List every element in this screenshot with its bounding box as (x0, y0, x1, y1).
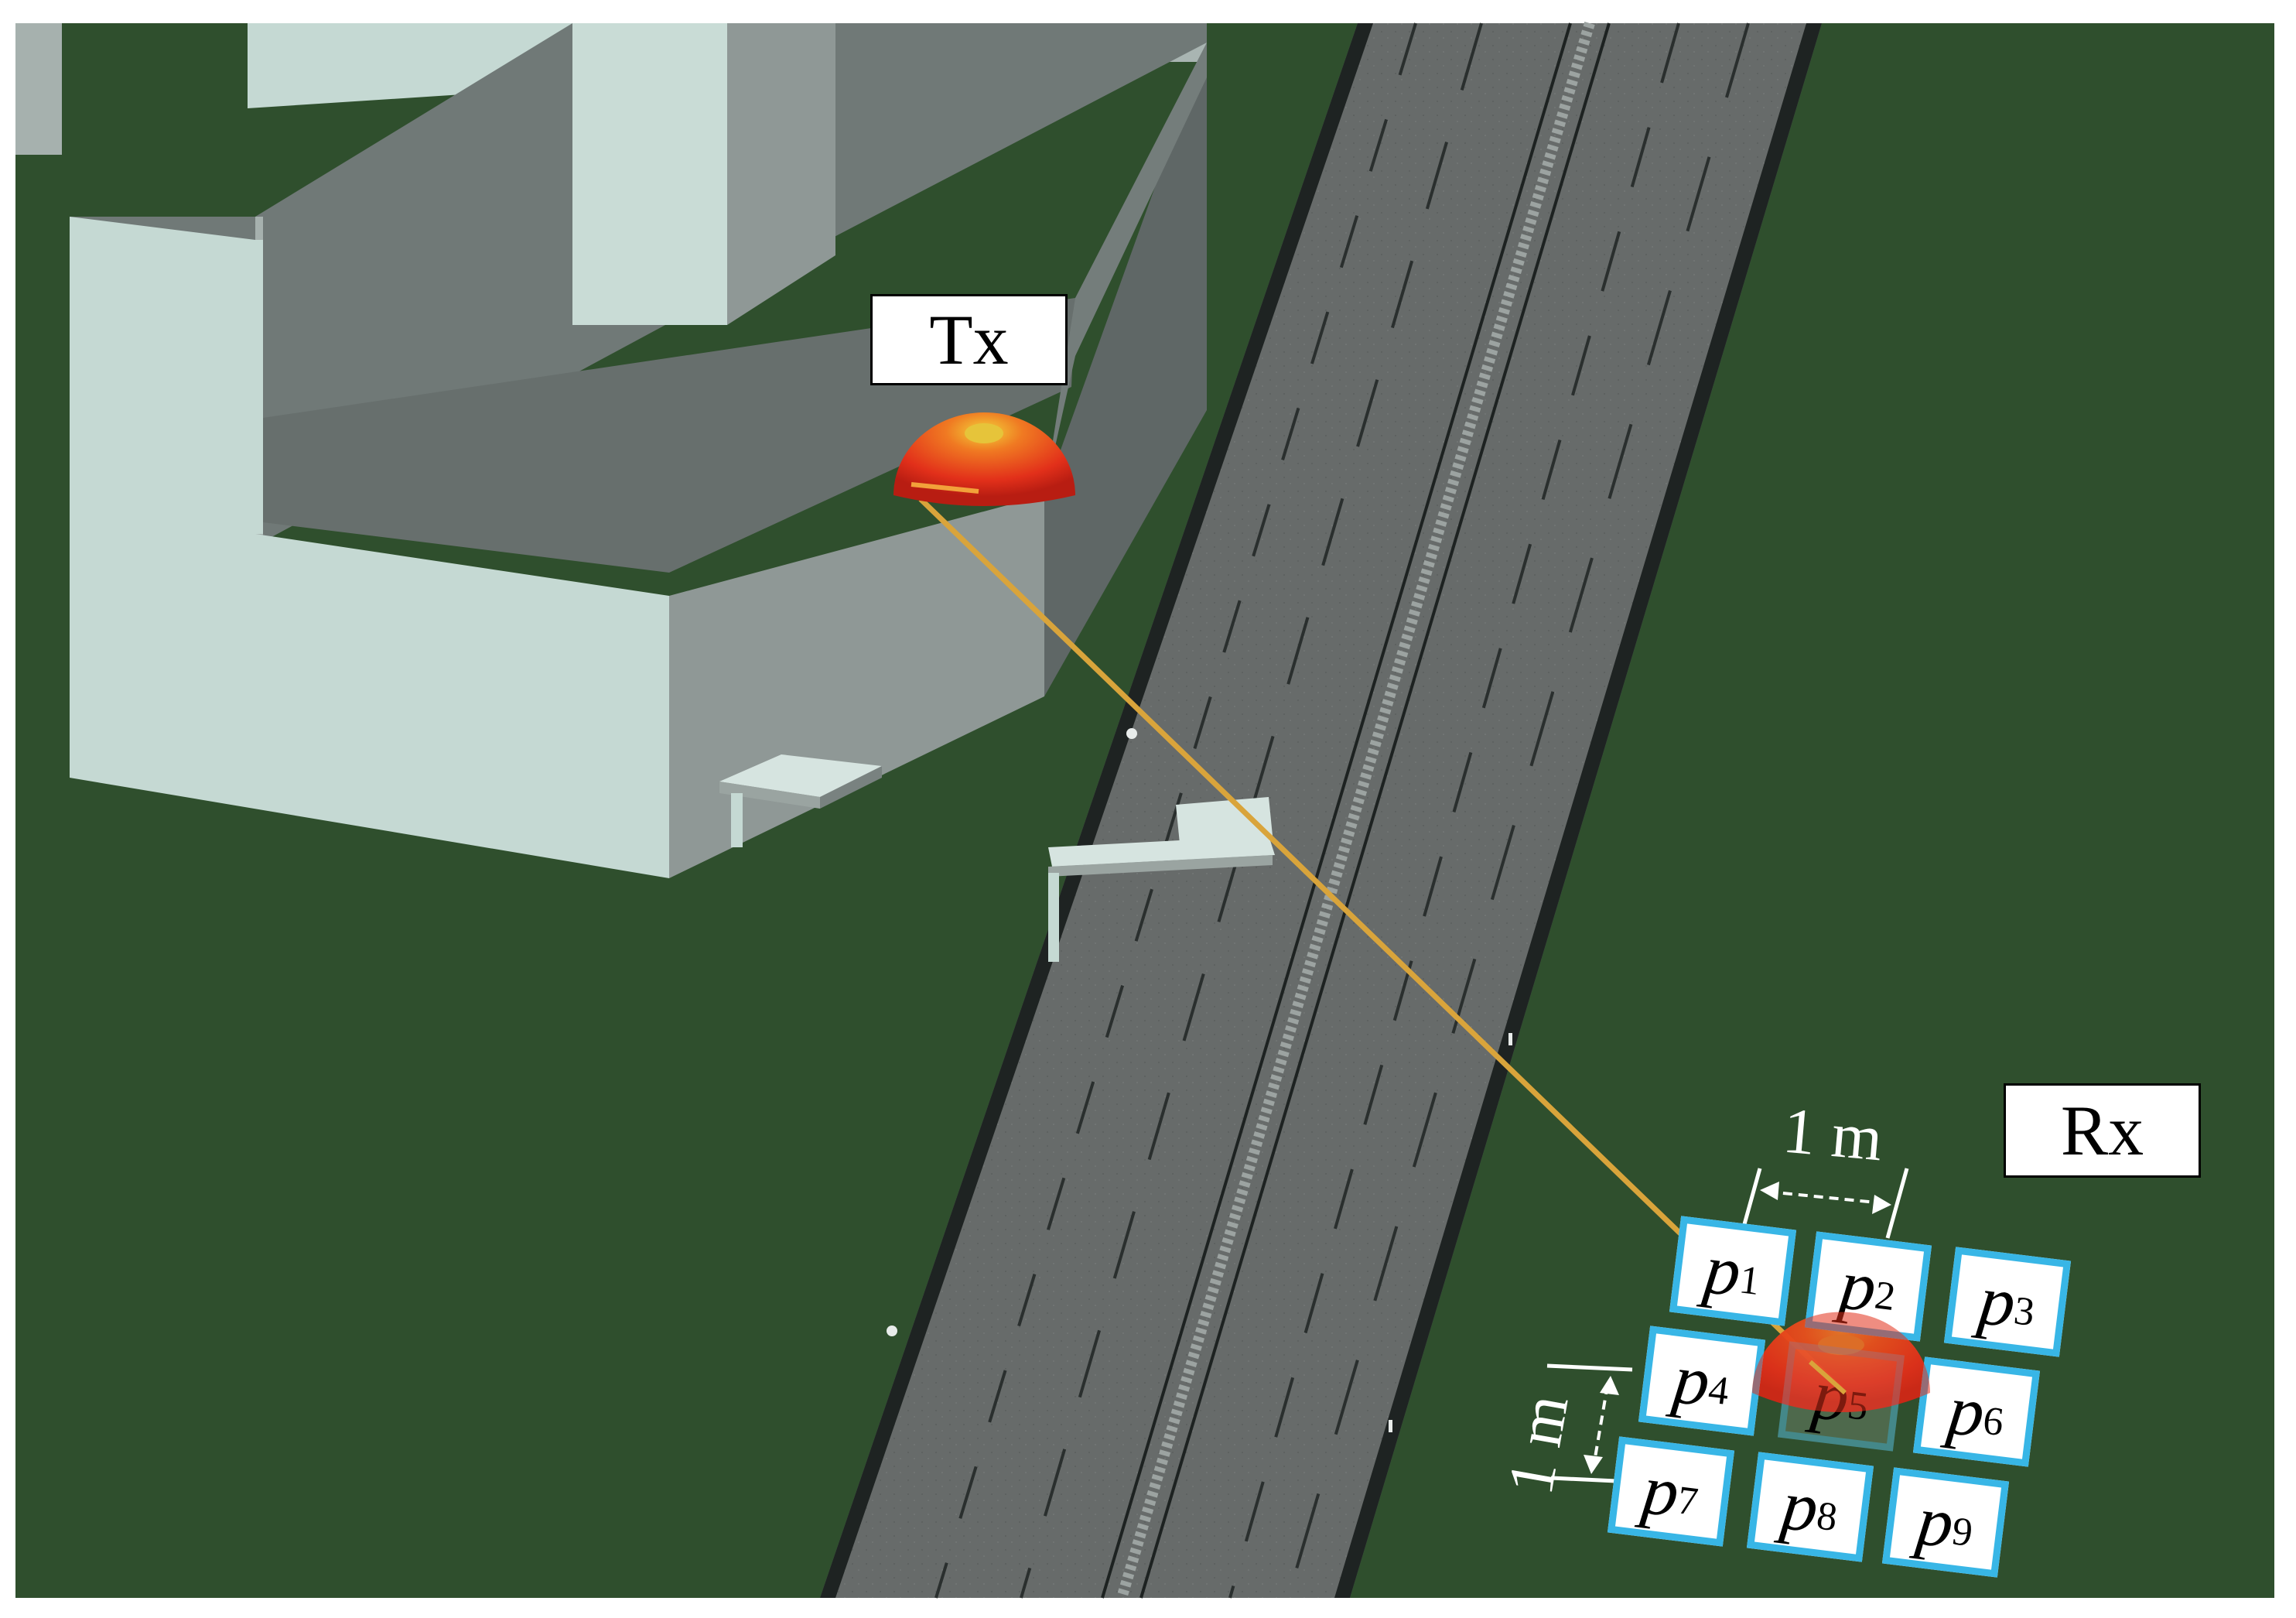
rx-label: Rx (2004, 1083, 2201, 1178)
tx-antenna-pattern (893, 412, 1075, 506)
rx-label-text: Rx (2060, 1091, 2144, 1170)
tx-label: Tx (870, 294, 1068, 385)
dimension-horizontal-label: 1 m (1780, 1094, 1886, 1175)
road (820, 22, 1822, 1599)
dimension-horizontal (1738, 1168, 1909, 1239)
dimension-vertical-label: 1 m (1494, 1389, 1583, 1500)
street-marker (887, 728, 1512, 1432)
tx-label-text: Tx (929, 300, 1009, 379)
dimension-vertical (1546, 1363, 1633, 1484)
entrance-canopy (719, 754, 882, 847)
road-gantry (1048, 797, 1275, 962)
